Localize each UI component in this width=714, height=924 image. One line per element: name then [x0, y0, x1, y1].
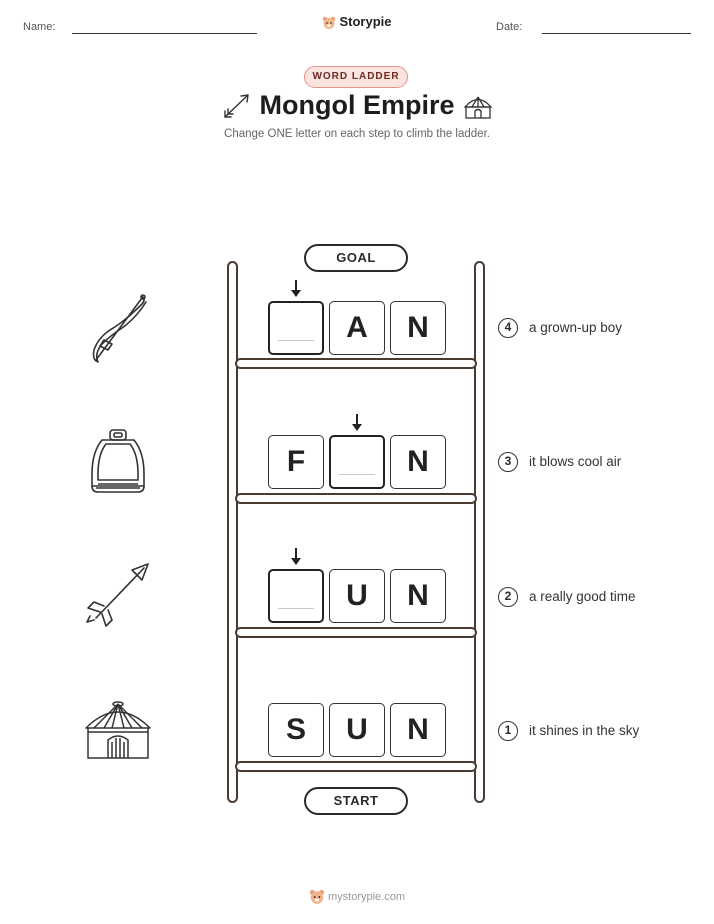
arrow-icon	[86, 563, 149, 627]
letter-box-blank[interactable]	[329, 435, 385, 489]
step-number: 3	[498, 452, 518, 472]
instructions: Change ONE letter on each step to climb …	[224, 128, 490, 140]
step-number: 4	[498, 318, 518, 338]
brand-logo: Storypie	[0, 14, 714, 30]
page-title: Mongol Empire	[259, 90, 455, 120]
date-label: Date:	[496, 21, 523, 33]
footer-link[interactable]: mystorypie.com	[327, 890, 406, 903]
ladder-rung-1	[235, 761, 477, 772]
letter-box: U	[329, 703, 385, 757]
title-yurt-icon	[463, 96, 493, 119]
change-arrow-icon	[352, 414, 362, 431]
ladder-rung-4	[235, 358, 477, 369]
clue-text: a really good time	[529, 589, 636, 604]
letter-box: N	[390, 301, 446, 355]
letter-box: N	[390, 569, 446, 623]
letter-box: N	[390, 703, 446, 757]
bear-footer-icon	[309, 889, 325, 904]
clue-text: it shines in the sky	[529, 723, 640, 738]
letter-box: F	[268, 435, 324, 489]
ladder-rung-2	[235, 627, 477, 638]
activity-badge: WORD LADDER	[304, 66, 408, 88]
footer: mystorypie.com	[0, 889, 714, 905]
start-pill: START	[304, 787, 408, 815]
change-arrow-icon	[291, 548, 301, 565]
clue-text: a grown-up boy	[529, 320, 623, 335]
brand-name: Storypie	[339, 14, 392, 29]
letter-box: S	[268, 703, 324, 757]
name-field-line[interactable]	[72, 33, 257, 34]
ladder-left-rail	[227, 261, 238, 803]
title-arrow-icon	[224, 94, 249, 118]
bear-logo-icon	[323, 16, 336, 29]
letter-box-blank[interactable]	[268, 569, 324, 623]
ladder-frame	[227, 261, 485, 803]
step-number: 2	[498, 587, 518, 607]
goal-pill: GOAL	[304, 244, 408, 272]
ladder-right-rail	[474, 261, 485, 803]
yurt-icon	[85, 701, 151, 759]
letter-box: U	[329, 569, 385, 623]
stirrup-icon	[91, 429, 145, 493]
letter-box-blank[interactable]	[268, 301, 324, 355]
step-number: 1	[498, 721, 518, 741]
clue-text: it blows cool air	[529, 454, 622, 469]
bow-icon	[92, 294, 147, 363]
name-label: Name:	[23, 21, 56, 33]
date-field-line[interactable]	[542, 33, 691, 34]
ladder-rung-3	[235, 493, 477, 504]
change-arrow-icon	[291, 280, 301, 297]
letter-box: N	[390, 435, 446, 489]
letter-box: A	[329, 301, 385, 355]
